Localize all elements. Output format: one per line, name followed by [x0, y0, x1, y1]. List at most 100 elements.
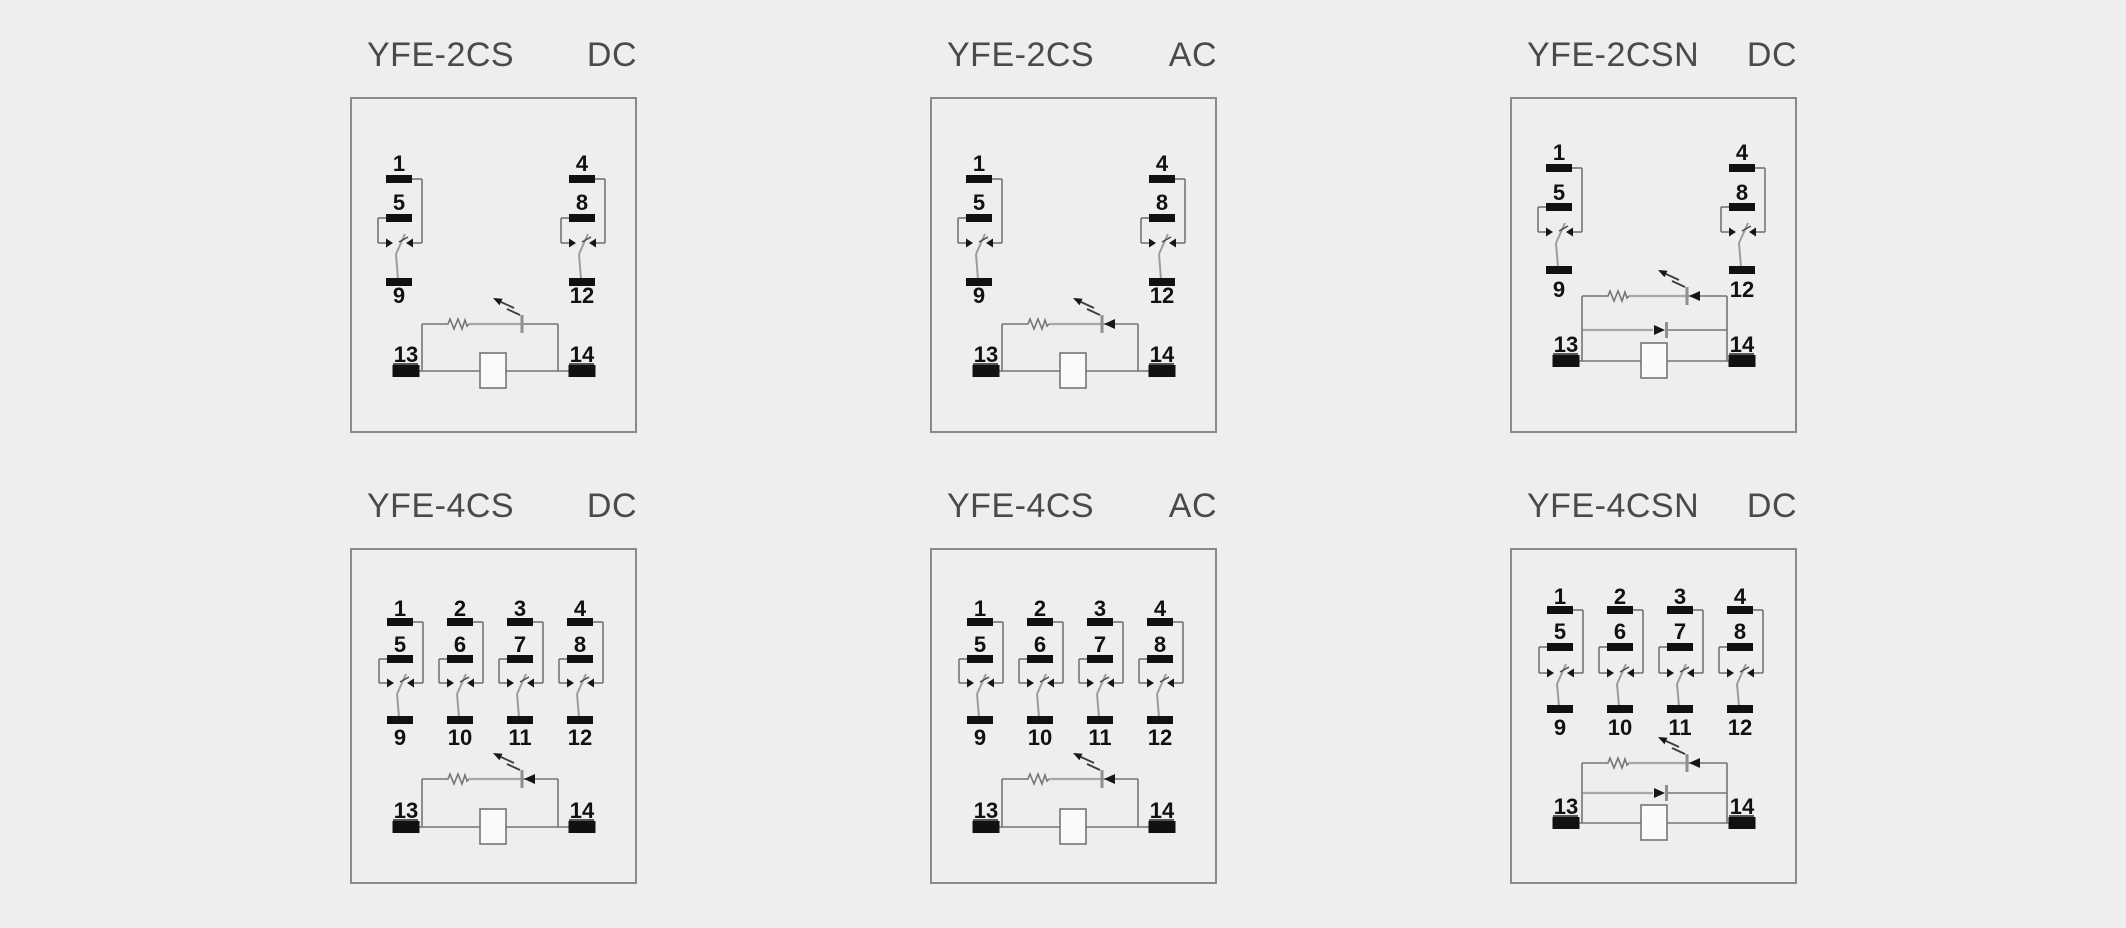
diagram-title: YFE-2CSN DC	[1510, 35, 1797, 75]
coil-pin-bar	[392, 821, 420, 833]
common-wire	[1158, 253, 1162, 280]
contact-arrowhead	[1147, 678, 1154, 688]
pin-bar	[1667, 606, 1693, 614]
blade-tick	[978, 236, 989, 243]
pin-label: 4	[1734, 584, 1747, 609]
contact-arrowhead	[1107, 678, 1114, 688]
pin-bar	[507, 618, 533, 626]
coil-pin-label: 13	[974, 798, 998, 823]
pin-label: 4	[1156, 151, 1169, 176]
pin-bar	[1729, 203, 1755, 211]
diagram-title: YFE-2CS AC	[930, 35, 1217, 75]
pin-bar	[387, 716, 413, 724]
contact-arrowhead	[569, 238, 576, 248]
pin-bar	[1546, 164, 1572, 172]
pin-bar	[1027, 716, 1053, 724]
pin-label: 3	[1674, 584, 1686, 609]
diagram-box	[1510, 97, 1797, 433]
diagram-title: YFE-2CS DC	[350, 35, 637, 75]
contact-arrowhead	[1546, 227, 1553, 237]
diagram-box	[350, 548, 637, 884]
diode-arrowhead	[1104, 319, 1115, 329]
led-light-arrowhead	[1073, 298, 1083, 306]
pin-label: 9	[973, 283, 985, 308]
pin-bar	[1149, 278, 1175, 286]
pin-label: 9	[1553, 277, 1565, 302]
pin-label: 1	[973, 151, 985, 176]
model-label: YFE-2CS	[367, 36, 515, 74]
pin-bar	[1667, 705, 1693, 713]
diode-arrowhead	[524, 774, 535, 784]
diode-arrowhead	[1689, 291, 1700, 301]
common-wire	[516, 693, 520, 718]
pin-bar	[1727, 643, 1753, 651]
pin-bar	[1727, 606, 1753, 614]
coil-rect	[1059, 808, 1087, 845]
diagram-box	[1510, 548, 1797, 884]
led-light-ray	[1080, 756, 1095, 764]
coil-pin-bar	[972, 365, 1000, 377]
blade-tick	[399, 676, 410, 683]
pin-bar	[567, 655, 593, 663]
pin-label: 12	[1148, 725, 1172, 750]
model-label: YFE-4CSN	[1527, 487, 1700, 525]
pin-label: 7	[514, 632, 526, 657]
pin-bar	[387, 618, 413, 626]
diagram-box	[930, 97, 1217, 433]
pin-bar	[507, 716, 533, 724]
coil-pin-bar	[1728, 817, 1756, 829]
resistor	[1025, 316, 1050, 332]
contact-blade	[1616, 663, 1627, 685]
supply-label: AC	[1168, 487, 1217, 525]
common-wire	[576, 693, 580, 718]
pin-label: 11	[1668, 715, 1691, 740]
coil-pin-bar	[568, 365, 596, 377]
common-wire	[1555, 242, 1559, 268]
pin-bar	[567, 716, 593, 724]
contact-arrowhead	[1566, 227, 1573, 237]
blade-tick	[398, 236, 409, 243]
common-wire	[1738, 242, 1742, 268]
blade-tick	[1099, 676, 1110, 683]
contact-blade	[1156, 673, 1167, 695]
contact-blade	[1556, 663, 1567, 685]
contact-blade	[1036, 673, 1047, 695]
pin-label: 3	[1094, 596, 1106, 621]
contact-arrowhead	[587, 678, 594, 688]
common-wire	[1096, 693, 1100, 718]
pin-bar	[1147, 716, 1173, 724]
coil-pin-bar	[568, 821, 596, 833]
led-light-arrowhead	[1073, 753, 1083, 761]
common-wire	[395, 253, 399, 280]
common-wire	[1156, 693, 1160, 718]
blade-tick	[519, 676, 530, 683]
contact-arrowhead	[1749, 227, 1756, 237]
common-wire	[1556, 683, 1560, 707]
led-light-arrowhead	[1658, 737, 1668, 745]
coil-pin-bar	[1552, 355, 1580, 367]
pin-label: 7	[1674, 619, 1686, 644]
diagram-title: YFE-4CSN DC	[1510, 486, 1797, 526]
common-wire	[1736, 683, 1740, 707]
pin-bar	[447, 618, 473, 626]
coil-rect	[1059, 352, 1087, 389]
coil-pin-label: 13	[1554, 794, 1578, 819]
contact-arrowhead	[507, 678, 514, 688]
pin-bar	[1149, 175, 1175, 183]
pin-label: 9	[974, 725, 986, 750]
pin-label: 1	[393, 151, 405, 176]
contact-arrowhead	[386, 238, 393, 248]
led-light-arrowhead	[493, 753, 503, 761]
led-light-ray	[1665, 273, 1680, 281]
pin-label: 6	[1614, 619, 1626, 644]
pin-bar	[1147, 618, 1173, 626]
model-label: YFE-2CS	[947, 36, 1095, 74]
supply-label: DC	[1746, 36, 1797, 74]
pin-label: 5	[394, 632, 406, 657]
contact-arrowhead	[1047, 678, 1054, 688]
blade-tick	[1039, 676, 1050, 683]
